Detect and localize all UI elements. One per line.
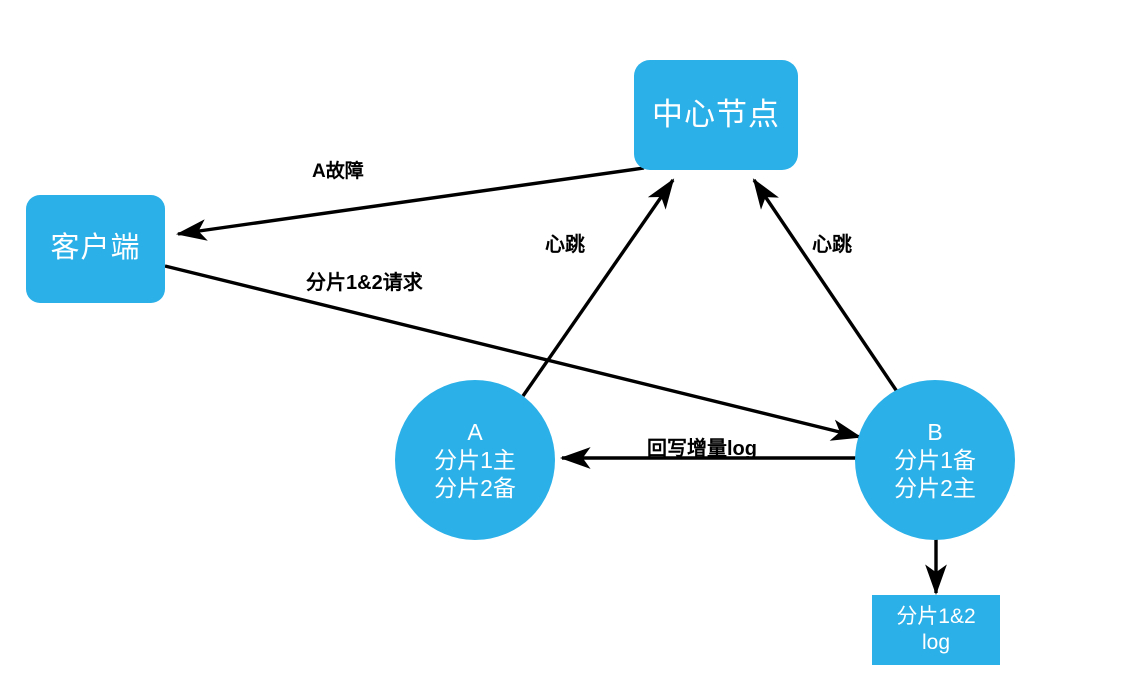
client-node[interactable]: 客户端 xyxy=(26,195,165,303)
edge-label-fault: A故障 xyxy=(312,161,364,182)
node-b-label-1: 分片1备 xyxy=(894,446,976,473)
edge-label-heartbeat-b: 心跳 xyxy=(812,234,852,256)
client-node-label-0: 客户端 xyxy=(50,232,141,265)
edge-fault-line xyxy=(175,166,645,241)
edge-heartbeat-b-line xyxy=(752,178,902,397)
log-store-label-0: 分片1&2 xyxy=(896,605,976,629)
edge-heartbeat-a-line xyxy=(521,178,675,397)
node-a-label-0: A xyxy=(467,418,483,445)
node-a[interactable]: A 分片1主 分片2备 xyxy=(395,380,555,540)
edge-request-line xyxy=(164,264,862,441)
node-b-label-0: B xyxy=(927,418,943,445)
edge-label-heartbeat-a: 心跳 xyxy=(545,234,585,256)
node-b[interactable]: B 分片1备 分片2主 xyxy=(855,380,1015,540)
log-store[interactable]: 分片1&2 log xyxy=(872,595,1000,665)
edge-label-request: 分片1&2请求 xyxy=(306,272,423,294)
node-a-label-2: 分片2备 xyxy=(434,475,516,502)
log-store-label-1: log xyxy=(921,631,951,654)
center-node[interactable]: 中心节点 xyxy=(634,60,798,170)
edge-label-writeback: 回写增量log xyxy=(647,438,757,460)
node-a-label-1: 分片1主 xyxy=(434,446,516,473)
node-b-label-2: 分片2主 xyxy=(894,475,976,502)
center-node-label-0: 中心节点 xyxy=(652,97,780,133)
